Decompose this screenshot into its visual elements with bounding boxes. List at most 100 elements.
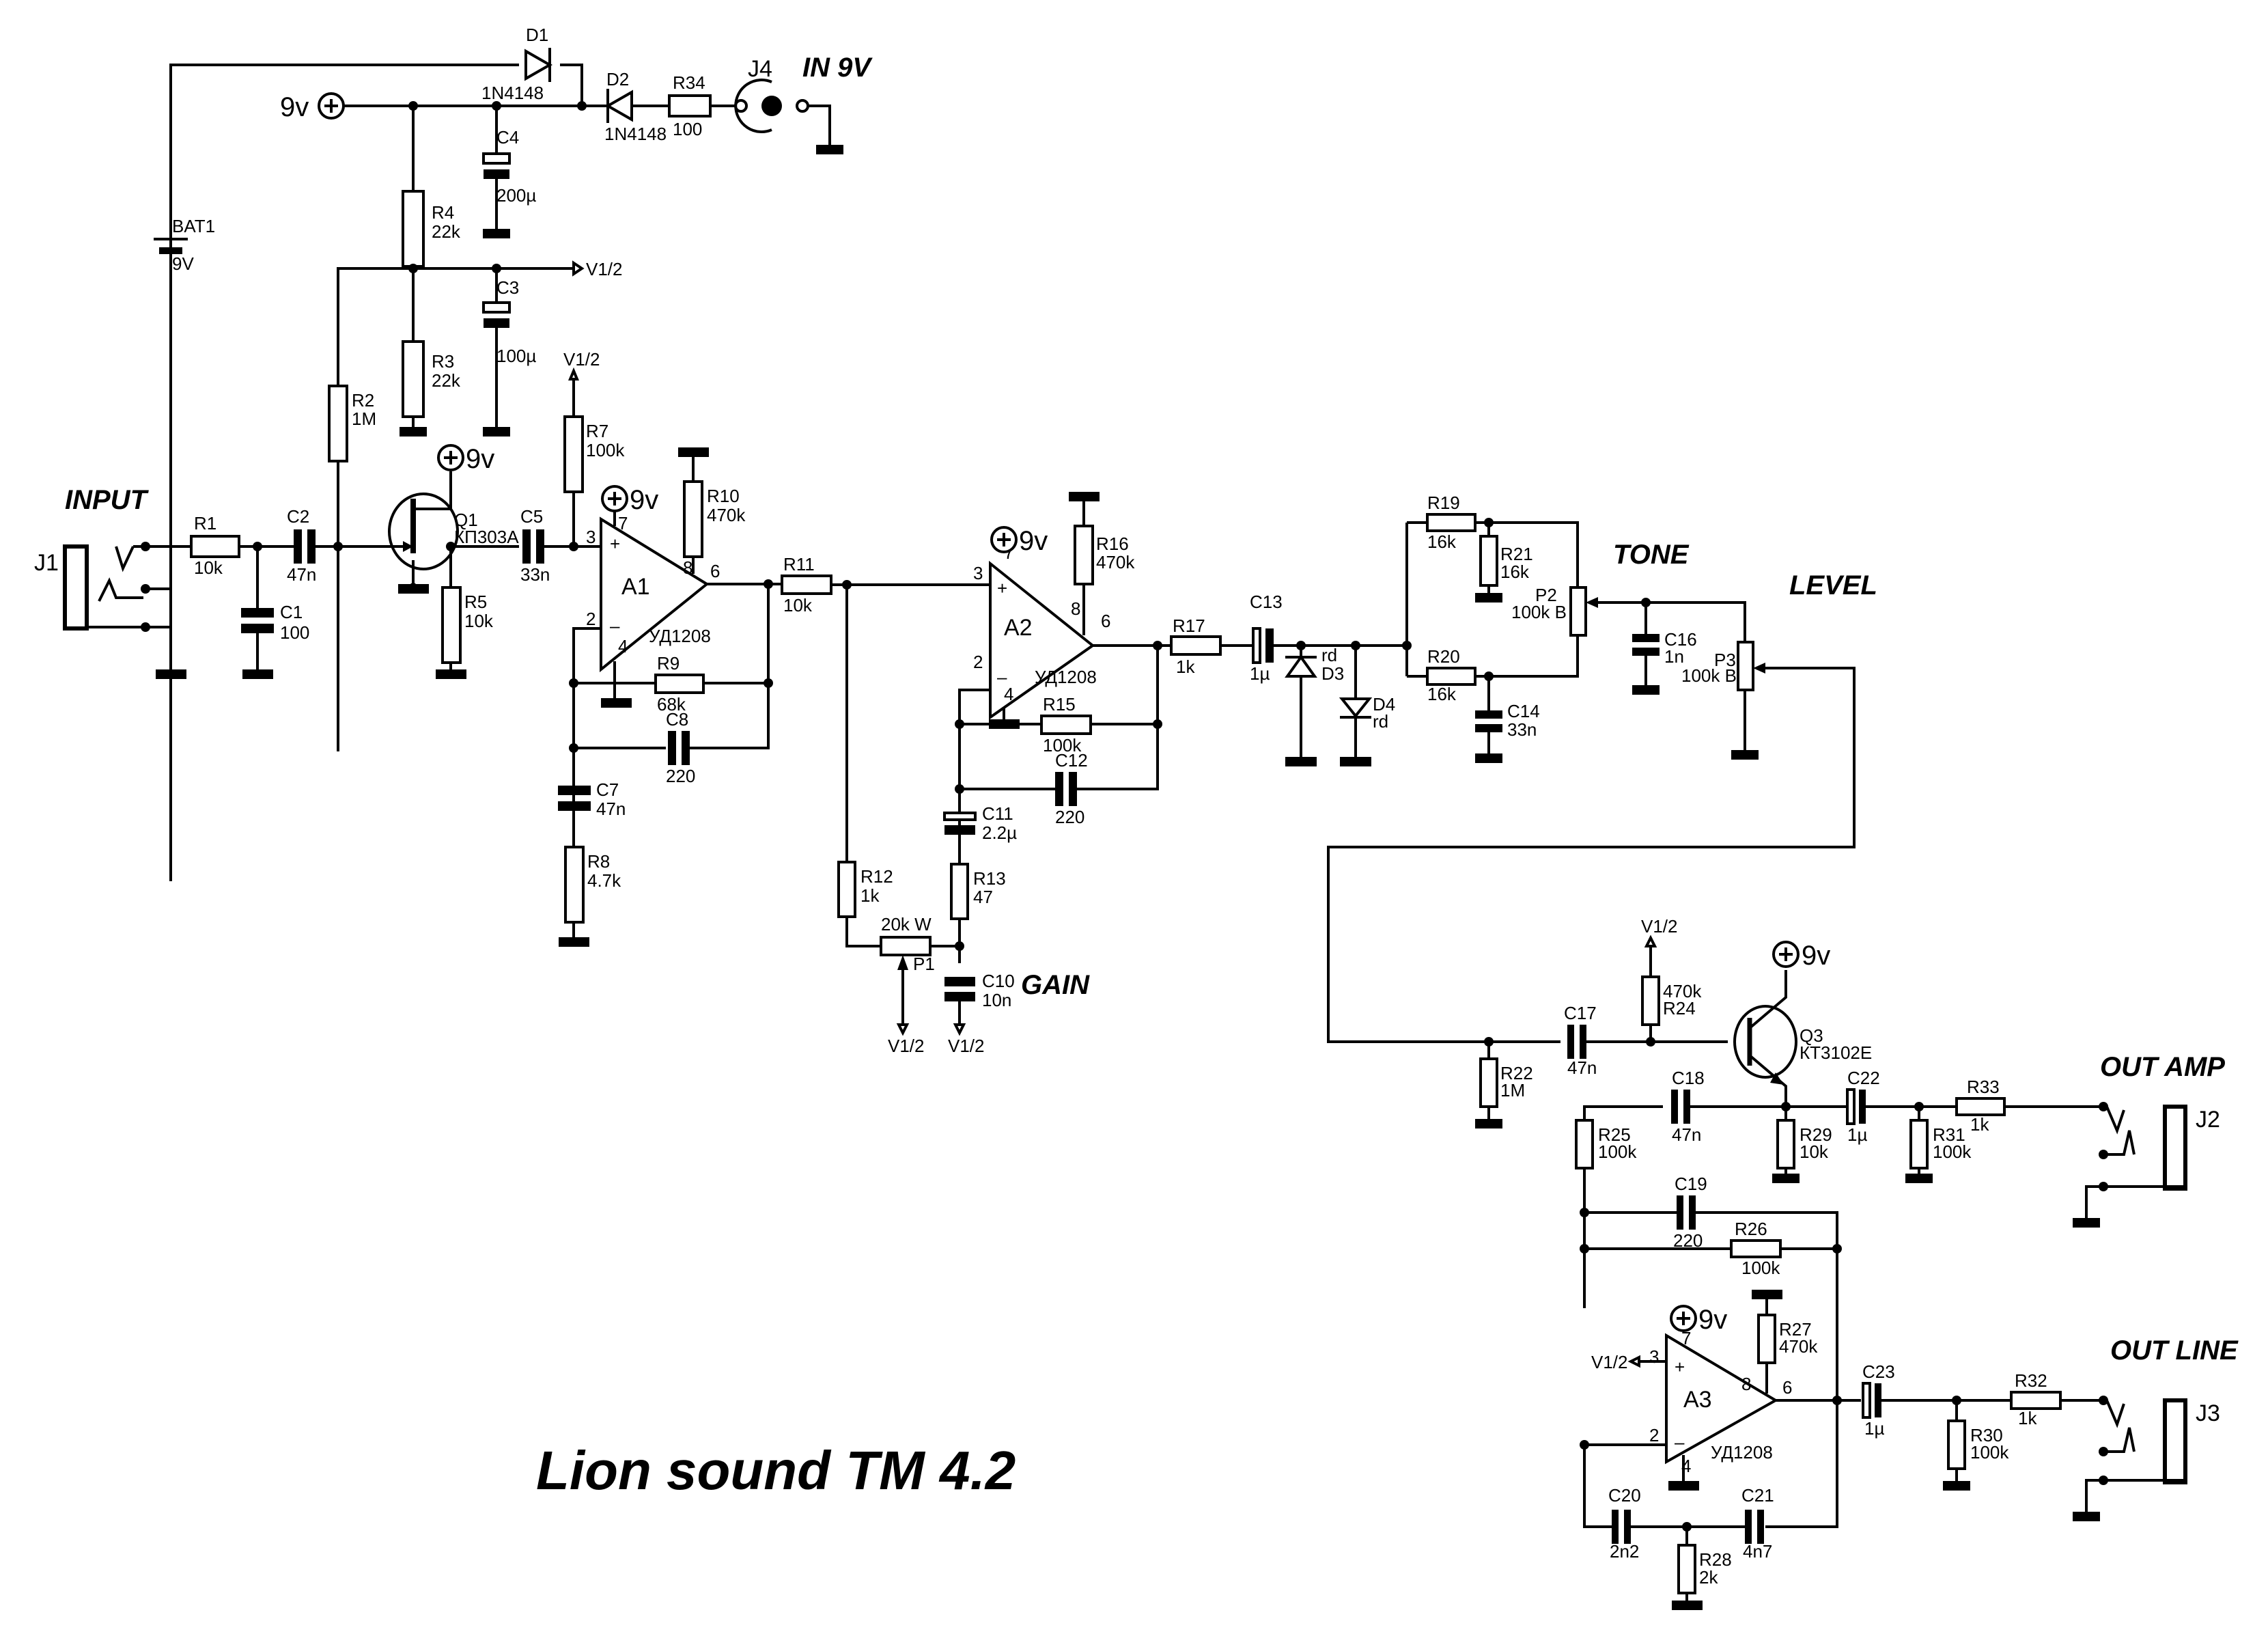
r4-ref: R4 xyxy=(432,202,454,223)
c1-ref: C1 xyxy=(280,602,303,622)
p2-ref: P2 xyxy=(1535,585,1557,605)
output-stage: R22 1M C17 47n V1/2 470k R24 Q3 КТ310 xyxy=(1475,916,2225,1308)
gain-label: GAIN xyxy=(1021,970,1090,1000)
d1-value: 1N4148 xyxy=(481,83,544,103)
c7-value: 47n xyxy=(596,799,626,819)
capacitor-c10: C10 10n xyxy=(944,971,1015,1010)
potentiometer-p1-gain[interactable]: 20k W P1 xyxy=(880,914,935,1025)
input-jack-j1[interactable]: J1 xyxy=(34,544,172,673)
capacitor-c18: C18 47n xyxy=(1671,1068,1705,1145)
r8-value: 4.7k xyxy=(587,870,621,891)
r30-value: 100k xyxy=(1970,1442,2009,1463)
dc-jack-j4[interactable]: J4 IN 9V xyxy=(734,53,873,154)
diode-d1: D1 1N4148 xyxy=(481,25,553,103)
d2-value: 1N4148 xyxy=(604,124,667,144)
d4-ref: D4 xyxy=(1373,694,1395,715)
p1-value: 20k W xyxy=(881,914,932,934)
c16-ref: C16 xyxy=(1664,629,1697,650)
r7-value: 100k xyxy=(586,440,625,460)
r13-ref: R13 xyxy=(973,868,1006,889)
capacitor-c8: C8 220 xyxy=(666,709,695,786)
r29-value: 10k xyxy=(1800,1141,1829,1162)
pin-3: 3 xyxy=(1649,1346,1659,1367)
level-label: LEVEL xyxy=(1789,570,1877,600)
vhalf-label: V1/2 xyxy=(948,1036,985,1056)
pin-8: 8 xyxy=(683,557,692,578)
diode-d2: D2 1N4148 xyxy=(604,69,669,144)
capacitor-c2: C2 47n xyxy=(287,506,316,585)
resistor-r16: R16 470k xyxy=(1069,492,1135,635)
a1-value: УД1208 xyxy=(649,626,711,646)
output-jack-j2[interactable]: J2 xyxy=(2073,1105,2220,1228)
j1-ref: J1 xyxy=(34,550,59,576)
capacitor-c23: C23 1µ xyxy=(1862,1361,1895,1439)
c5-value: 33n xyxy=(520,564,550,585)
resistor-r19: R19 16k xyxy=(1426,493,1476,552)
vcc-9v-a3: 9v xyxy=(1670,1305,1727,1335)
vhalf-label: V1/2 xyxy=(1591,1352,1628,1372)
resistor-r20: R20 16k xyxy=(1426,646,1476,704)
r34-value: 100 xyxy=(673,119,702,139)
r19-ref: R19 xyxy=(1427,493,1460,513)
potentiometer-p3-level[interactable]: P3 100k B xyxy=(1681,641,1765,691)
tone-label: TONE xyxy=(1613,540,1690,570)
capacitor-c14: C14 33n xyxy=(1475,701,1540,740)
c14-ref: C14 xyxy=(1507,701,1540,721)
d2-ref: D2 xyxy=(606,69,629,89)
opamp-a1: + – A1 УД1208 3 2 7 4 8 6 xyxy=(586,513,720,673)
pin-3: 3 xyxy=(973,563,983,583)
capacitor-c11: C11 2.2µ xyxy=(943,803,1017,843)
r31-value: 100k xyxy=(1933,1141,1972,1162)
pin-6: 6 xyxy=(710,561,720,581)
c3-ref: C3 xyxy=(496,277,519,298)
r10-ref: R10 xyxy=(707,486,740,506)
r9-ref: R9 xyxy=(657,653,680,674)
vcc-label: 9v xyxy=(280,92,309,122)
r24-ref: R24 xyxy=(1663,998,1696,1019)
bat1-value: 9V xyxy=(172,253,194,274)
c22-value: 1µ xyxy=(1847,1124,1867,1145)
capacitor-c3: C3 100µ xyxy=(482,277,536,366)
resistor-r27: R27 470k xyxy=(1752,1290,1818,1394)
a2-value: УД1208 xyxy=(1035,667,1097,687)
r7-ref: R7 xyxy=(586,421,608,441)
vhalf-label: V1/2 xyxy=(563,349,600,370)
resistor-r7: V1/2 R7 100k xyxy=(563,349,625,546)
input-stage: INPUT J1 R1 10k C1 100 C2 47n xyxy=(34,444,601,679)
c13-ref: C13 xyxy=(1250,592,1283,612)
a1-stage: V1/2 R7 100k + – A1 УД1208 3 2 7 4 8 6 9… xyxy=(558,349,785,947)
r28-value: 2k xyxy=(1699,1567,1718,1588)
q1-value: КП303А xyxy=(454,527,519,547)
q3-ref: Q3 xyxy=(1800,1025,1823,1046)
c16-value: 1n xyxy=(1664,646,1684,667)
r30-ref: R30 xyxy=(1970,1425,2003,1445)
power-section: D1 1N4148 9v D2 1N4148 R34 100 xyxy=(154,25,873,881)
resistor-r29: R29 10k xyxy=(1776,1119,1832,1169)
c12-ref: C12 xyxy=(1055,750,1088,771)
c17-ref: C17 xyxy=(1564,1003,1597,1023)
r25-value: 100k xyxy=(1598,1141,1637,1162)
pin-6: 6 xyxy=(1782,1377,1792,1398)
r3-value: 22k xyxy=(432,370,461,391)
j2-ref: J2 xyxy=(2196,1107,2220,1133)
r1-value: 10k xyxy=(194,557,223,578)
opamp-a3: + – A3 УД1208 3 2 7 4 8 6 xyxy=(1649,1328,1792,1476)
c13-value: 1µ xyxy=(1250,663,1270,684)
resistor-r11: R11 10k xyxy=(781,554,832,615)
r24-value: 470k xyxy=(1663,981,1702,1001)
output-jack-j3[interactable]: J3 xyxy=(2073,1398,2220,1521)
c10-value: 10n xyxy=(982,990,1011,1010)
potentiometer-p2-tone[interactable]: P2 100k B xyxy=(1511,585,1598,637)
r19-value: 16k xyxy=(1427,531,1457,552)
c4-value: 200µ xyxy=(496,185,536,206)
r9-value: 68k xyxy=(657,694,686,715)
q3-value: КТ3102Е xyxy=(1800,1042,1872,1063)
c11-ref: C11 xyxy=(982,803,1013,824)
c3-value: 100µ xyxy=(496,346,536,366)
r15-value: 100k xyxy=(1043,735,1082,756)
vcc-label: 9v xyxy=(466,444,494,474)
r34-ref: R34 xyxy=(673,72,705,93)
c2-ref: C2 xyxy=(287,506,309,527)
pin-3: 3 xyxy=(586,527,596,547)
r16-ref: R16 xyxy=(1096,534,1129,554)
